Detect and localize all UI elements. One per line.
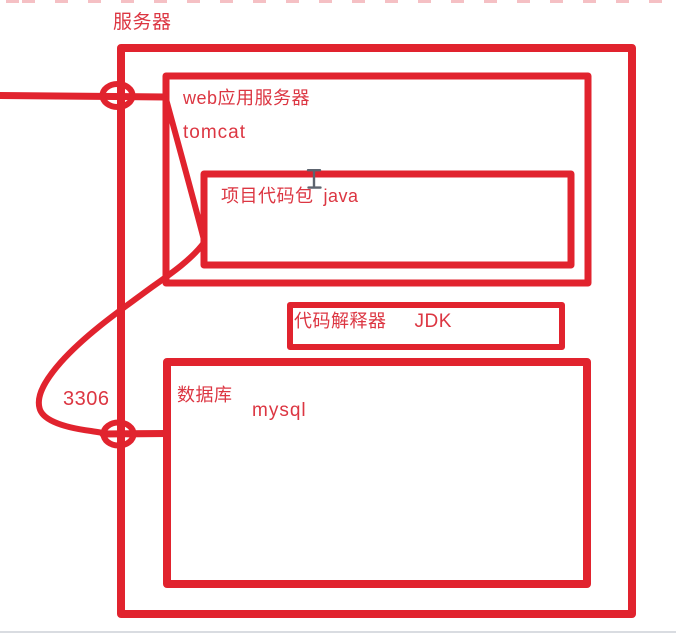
database-box-outline: [163, 358, 591, 588]
port-connector-icon: [100, 419, 137, 449]
i-beam-cursor-icon: [306, 169, 322, 189]
port-number-label: 3306: [63, 388, 110, 410]
code-to-database-loop-line: [35, 239, 208, 437]
interpreter-tech-label: JDK: [414, 311, 452, 332]
interpreter-label: 代码解释器: [294, 311, 387, 331]
code-package-box-outline: [200, 170, 575, 269]
incoming-connection-line: [0, 92, 170, 101]
code-package-tech-label: java: [323, 186, 359, 206]
port-connector-icon: [99, 81, 136, 110]
entry-to-code-line: [163, 96, 208, 245]
code-package-label: 项目代码包: [221, 186, 314, 206]
code-package-label-row: 项目代码包 java: [221, 186, 359, 207]
database-label: 数据库: [177, 385, 233, 405]
server-label: 服务器: [113, 12, 172, 33]
interpreter-label-row: 代码解释器 JDK: [294, 311, 452, 333]
database-tech-label: mysql: [252, 400, 307, 421]
window-bottom-edge: [0, 631, 676, 633]
web-server-tech-label: tomcat: [183, 122, 247, 143]
top-edge-artifacts: [0, 0, 676, 3]
interpreter-box-outline: [287, 302, 565, 350]
web-server-box-outline: [162, 72, 592, 287]
server-box-outline: [117, 44, 636, 618]
web-server-label: web应用服务器: [183, 88, 311, 108]
